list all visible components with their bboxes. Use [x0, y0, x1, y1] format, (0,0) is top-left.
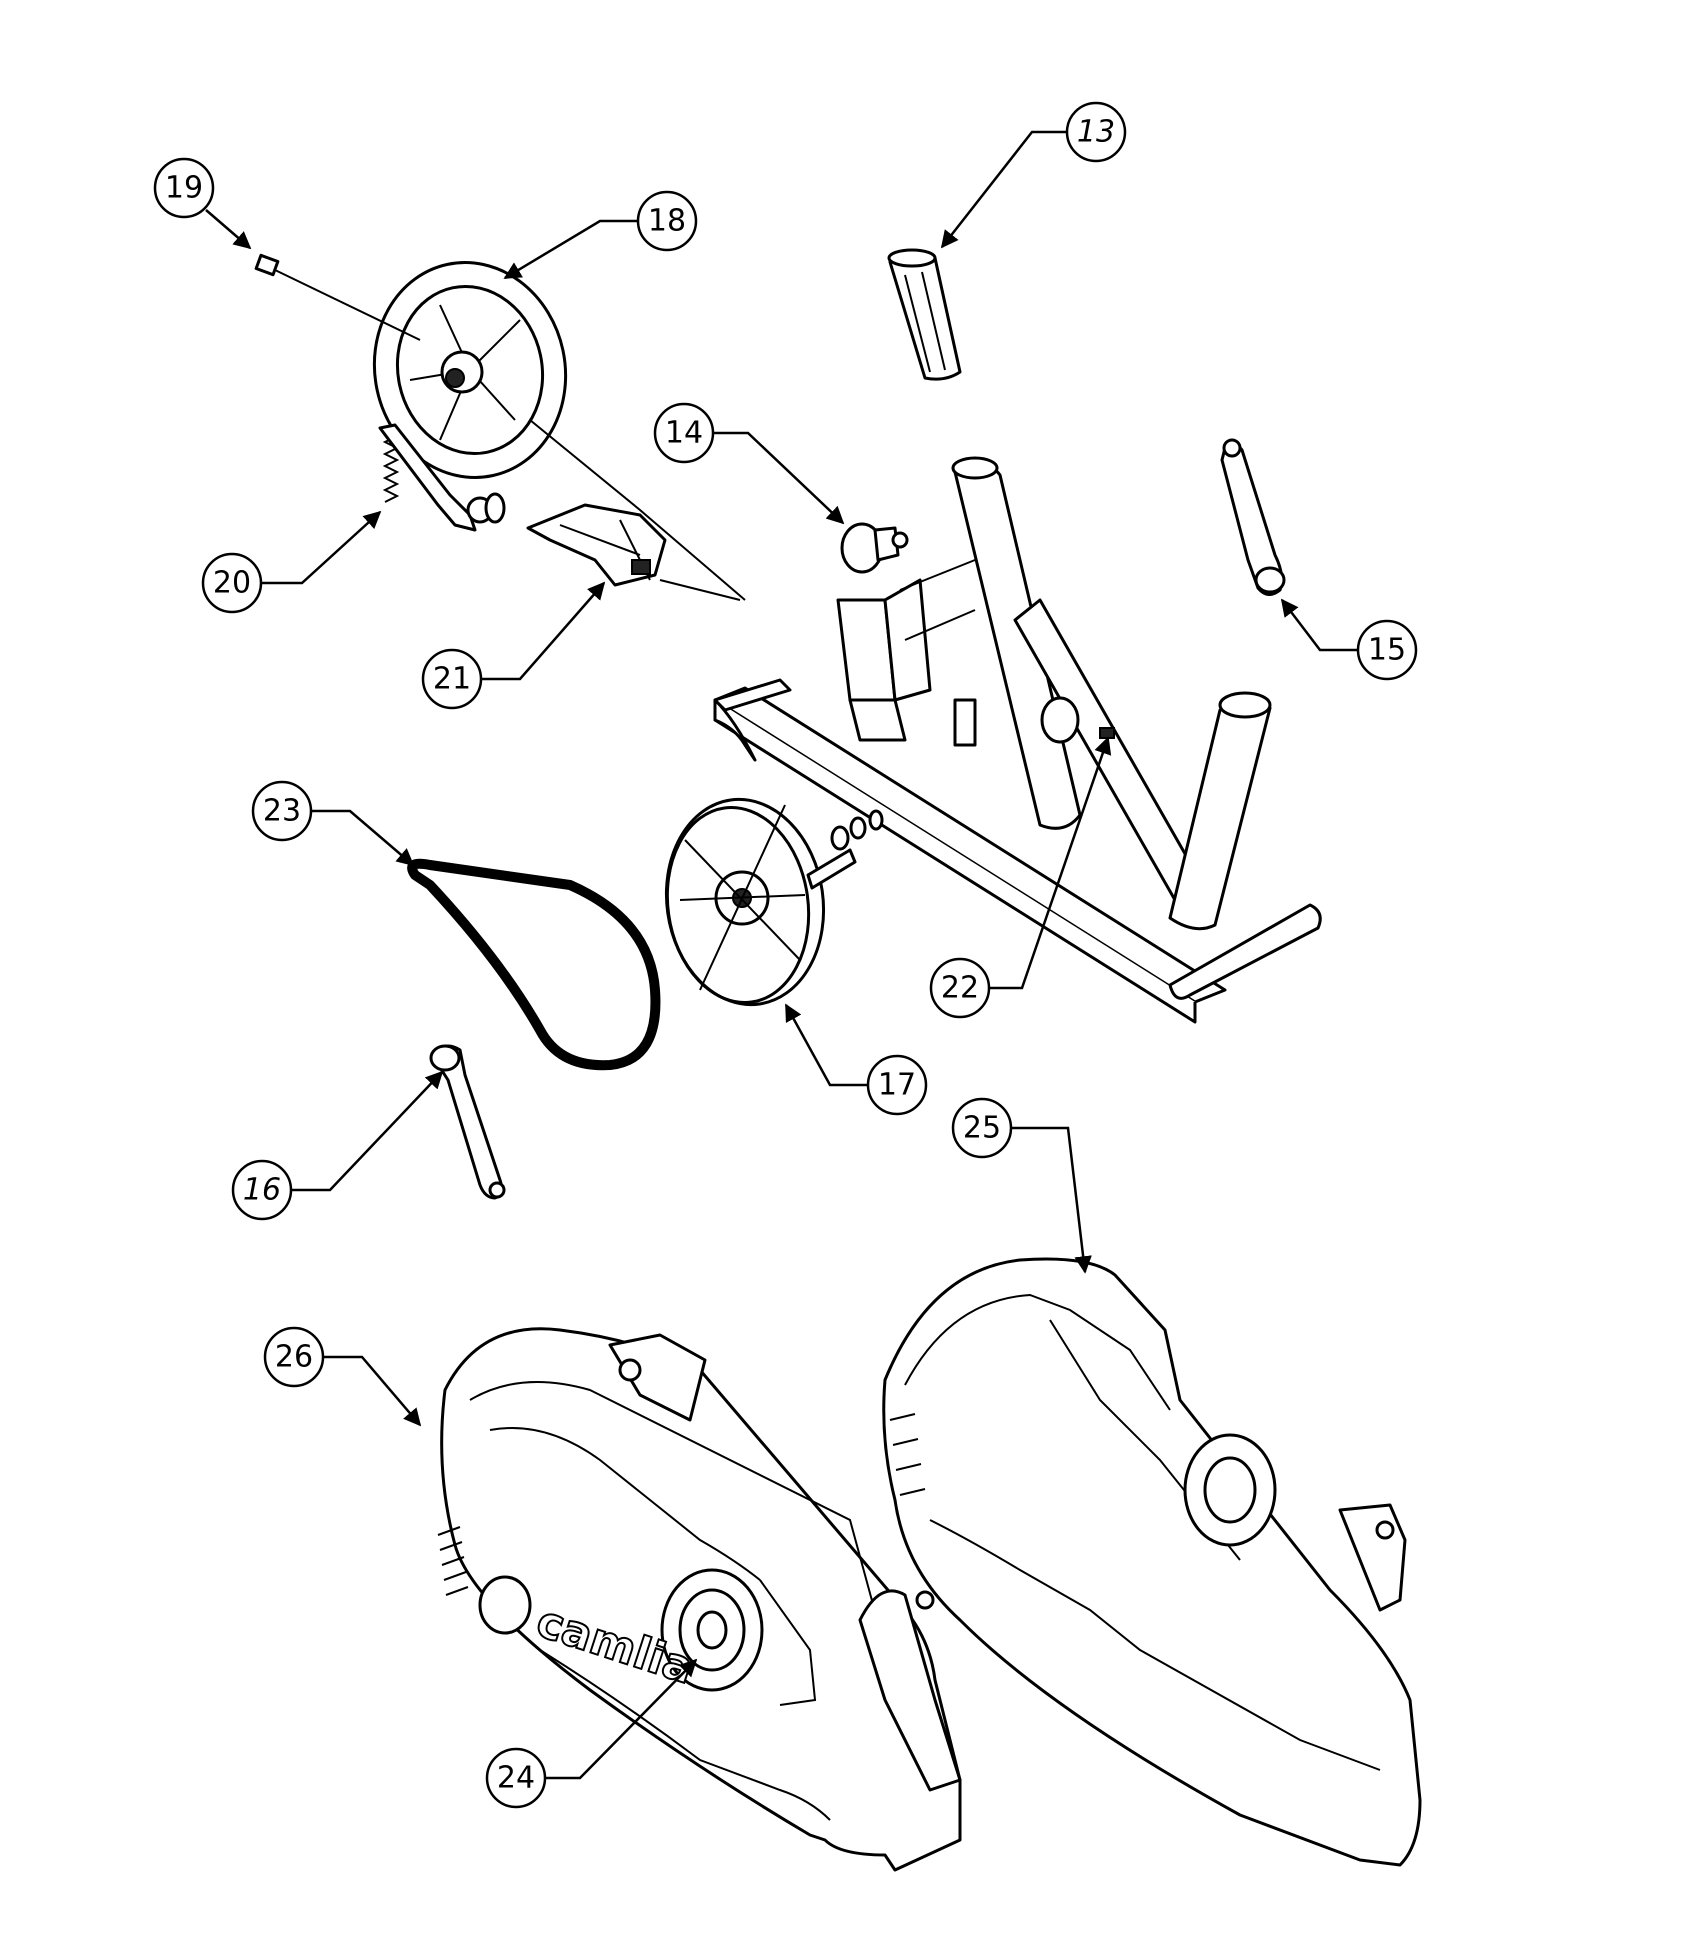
callout-13: 13: [1065, 101, 1127, 163]
callout-14-label: 14: [665, 416, 703, 451]
callout-19-label: 19: [165, 171, 203, 206]
part-cable-end: [254, 253, 280, 277]
callout-19: 19: [153, 157, 215, 219]
callout-14: 14: [653, 402, 715, 464]
callout-17-label: 17: [878, 1068, 916, 1103]
part-tension-mechanism: [526, 503, 741, 601]
leader-21: [482, 581, 606, 681]
callout-16: 16: [231, 1159, 293, 1221]
callout-20-label: 20: [213, 566, 251, 601]
callout-23-label: 23: [263, 794, 301, 829]
leader-15: [1280, 598, 1357, 652]
callout-20: 20: [201, 552, 263, 614]
part-brake-spring: [378, 423, 506, 532]
callout-18: 18: [636, 190, 698, 252]
callout-22-label: 22: [941, 971, 979, 1006]
callout-26: 26: [263, 1326, 325, 1388]
leader-26: [322, 1355, 422, 1427]
part-inner-cover: [882, 1257, 1422, 1867]
callout-13-label: 13: [1077, 115, 1115, 150]
part-flywheel: [274, 261, 746, 601]
part-frame-bolt: [1099, 727, 1115, 739]
callout-18-label: 18: [648, 204, 686, 239]
leader-25: [1010, 1126, 1092, 1274]
leader-lines: [205, 130, 1357, 1780]
leader-24: [546, 1658, 698, 1780]
callout-15: 15: [1356, 619, 1418, 681]
callout-15-label: 15: [1368, 633, 1406, 668]
leader-20: [259, 510, 382, 585]
callout-17: 17: [866, 1054, 928, 1116]
part-adjustment-knob: [840, 522, 909, 574]
callout-16-label: 16: [243, 1173, 281, 1208]
callout-24-label: 24: [497, 1761, 535, 1796]
leader-23: [308, 809, 415, 867]
part-drive-belt: [407, 858, 661, 1071]
callout-21-label: 21: [433, 662, 471, 697]
leader-13: [940, 130, 1066, 249]
callout-24: 24: [485, 1747, 547, 1809]
leader-22: [989, 736, 1112, 990]
part-left-crank-arm: [429, 1044, 506, 1200]
leader-17: [784, 1003, 867, 1087]
leader-18: [503, 219, 637, 280]
part-pulley: [664, 797, 884, 1007]
callout-22: 22: [929, 957, 991, 1019]
callout-25-label: 25: [963, 1111, 1001, 1146]
leader-19: [205, 209, 252, 250]
leader-14: [714, 431, 845, 525]
callout-21: 21: [421, 648, 483, 710]
leader-16: [291, 1070, 444, 1192]
callout-25: 25: [951, 1097, 1013, 1159]
callout-23: 23: [251, 780, 313, 842]
part-right-crank-arm: [1220, 438, 1286, 596]
callout-26-label: 26: [275, 1340, 313, 1375]
part-seat-post-sleeve: [887, 248, 962, 381]
